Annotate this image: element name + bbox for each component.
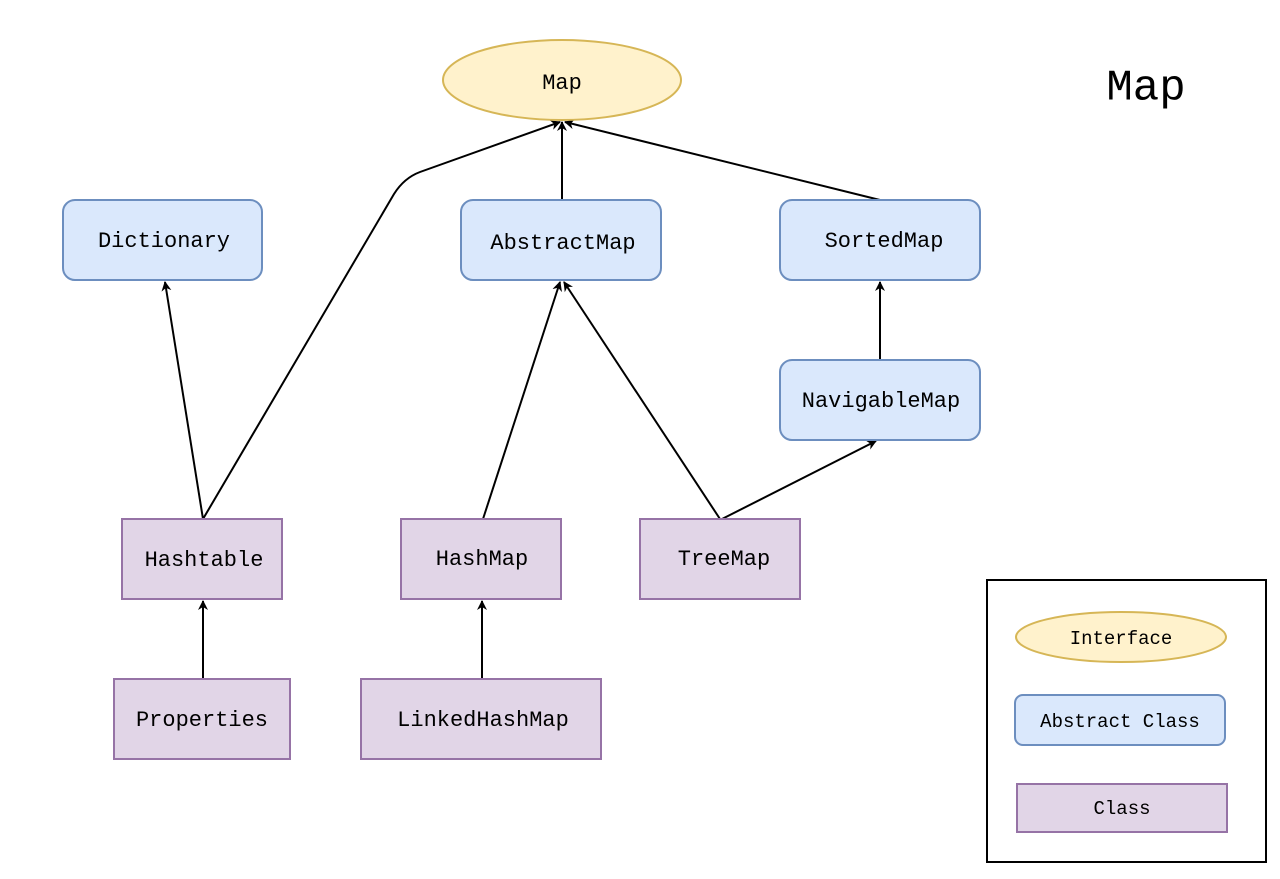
node-navigable-map: NavigableMap: [779, 359, 981, 441]
node-tree-map-shape: [639, 518, 801, 600]
node-navigable-map-shape: [779, 359, 981, 441]
node-map-shape: [442, 39, 682, 121]
node-map-label: Map: [542, 71, 582, 96]
legend-abstract-class-label: Abstract Class: [1040, 711, 1200, 733]
node-map: Map: [442, 39, 682, 121]
edge-hashmap-to-abstractmap: [482, 281, 562, 520]
node-dictionary-label: Dictionary: [98, 229, 230, 254]
node-dictionary-shape: [62, 199, 263, 281]
node-properties-label: Properties: [136, 708, 268, 733]
legend-abstract-class-swatch: [1014, 694, 1226, 746]
legend-abstract-class: Abstract Class: [1014, 694, 1226, 746]
node-linked-hash-map-shape: [360, 678, 602, 760]
edge-hashtable-to-dictionary: [161, 281, 204, 520]
node-properties: Properties: [113, 678, 291, 760]
legend-interface: Interface: [1015, 611, 1227, 663]
edge-treemap-to-abstractmap: [563, 281, 721, 520]
legend-class-swatch: [1016, 783, 1228, 833]
node-dictionary: Dictionary: [62, 199, 263, 281]
legend-interface-swatch: [1015, 611, 1227, 663]
edge-treemap-to-navigablemap: [721, 440, 877, 520]
node-abstract-map: AbstractMap: [460, 199, 662, 281]
node-hashtable-shape: [121, 518, 283, 600]
node-hash-map-label: HashMap: [436, 547, 528, 572]
node-properties-shape: [113, 678, 291, 760]
edges-group: [161, 119, 885, 679]
legend-class: Class: [1016, 783, 1228, 833]
node-abstract-map-shape: [460, 199, 662, 281]
edge-sortedmap-to-map: [564, 119, 881, 201]
node-tree-map: TreeMap: [639, 518, 801, 600]
node-hashtable-label: Hashtable: [145, 548, 264, 573]
node-hashtable: Hashtable: [121, 518, 283, 600]
node-linked-hash-map-label: LinkedHashMap: [397, 708, 569, 733]
node-navigable-map-label: NavigableMap: [802, 389, 960, 414]
node-sorted-map-label: SortedMap: [825, 229, 944, 254]
node-hash-map-shape: [400, 518, 562, 600]
legend-interface-label: Interface: [1070, 628, 1173, 650]
diagram-title: Map: [1106, 64, 1185, 114]
node-linked-hash-map: LinkedHashMap: [360, 678, 602, 760]
node-sorted-map: SortedMap: [779, 199, 981, 281]
legend-class-label: Class: [1093, 798, 1150, 820]
legend: Interface Abstract Class Class: [986, 579, 1267, 863]
node-tree-map-label: TreeMap: [678, 547, 770, 572]
edge-hashtable-to-map: [202, 120, 561, 520]
node-abstract-map-label: AbstractMap: [490, 231, 635, 256]
node-sorted-map-shape: [779, 199, 981, 281]
node-hash-map: HashMap: [400, 518, 562, 600]
